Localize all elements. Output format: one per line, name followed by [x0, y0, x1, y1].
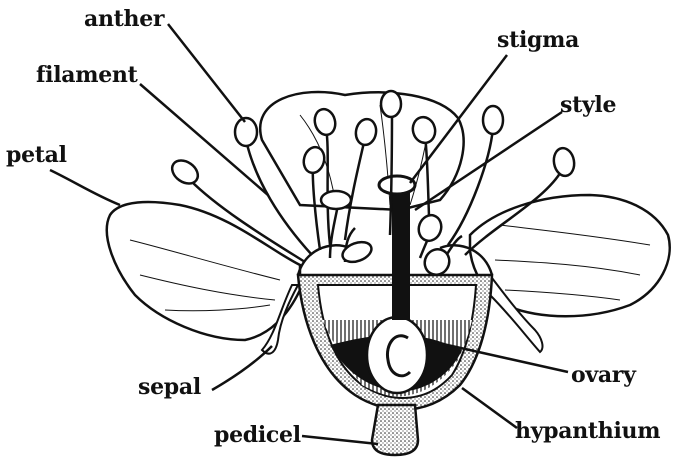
label-stigma: stigma — [497, 29, 579, 51]
petal-left — [107, 202, 300, 340]
label-pedicel: pedicel — [214, 424, 301, 446]
ovary-body — [367, 317, 427, 393]
label-filament: filament — [36, 64, 137, 86]
label-ovary: ovary — [571, 364, 636, 386]
pedicel-stalk — [372, 405, 418, 455]
label-style: style — [560, 94, 616, 116]
label-anther: anther — [84, 8, 164, 30]
style-column — [392, 190, 410, 320]
label-sepal: sepal — [138, 376, 201, 398]
label-petal: petal — [6, 144, 67, 166]
stigma-head — [379, 176, 415, 194]
label-hypanthium: hypanthium — [515, 420, 660, 442]
